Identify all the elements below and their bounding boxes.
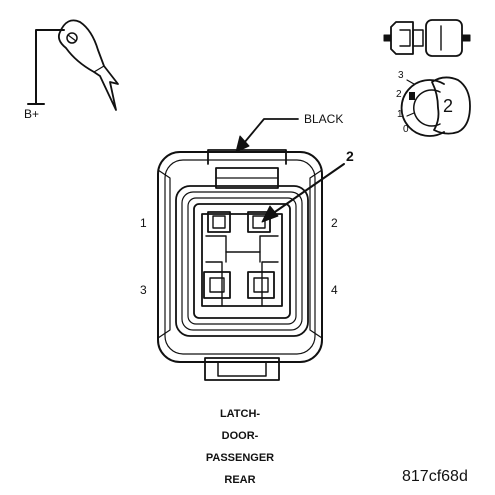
caption-line-3: PASSENGER	[205, 452, 275, 464]
pin-label-2: 2	[331, 216, 338, 230]
pin-label-3: 3	[140, 283, 147, 297]
key-selected-position: 2	[443, 96, 454, 116]
pin-cavity-4[interactable]	[247, 271, 275, 299]
key-position-3: 3	[398, 70, 404, 81]
key-position-1: 1	[397, 109, 403, 120]
terminal-connector-icon	[383, 19, 471, 57]
key-position-2: 2	[396, 89, 402, 100]
caption-line-1: LATCH-	[219, 408, 261, 420]
pin-cavity-3[interactable]	[203, 271, 231, 299]
caption-line-2: DOOR-	[221, 430, 259, 442]
pin-cavity-1[interactable]	[207, 211, 231, 233]
supply-label: B+	[24, 107, 40, 121]
pin-callout-label: 2	[346, 148, 354, 164]
connector-color-label: BLACK	[304, 112, 344, 126]
pin-cavity-2[interactable]	[247, 211, 271, 233]
color-callout-arrow	[235, 118, 299, 153]
test-probe-icon	[27, 19, 119, 111]
connector-body	[157, 149, 323, 381]
pin-label-1: 1	[140, 216, 147, 230]
document-id: 817cf68d	[402, 468, 468, 485]
pin-callout-arrow	[261, 163, 345, 223]
pin-label-4: 4	[331, 283, 338, 297]
ignition-key-icon	[400, 76, 471, 137]
caption-line-4: REAR	[224, 474, 256, 486]
key-position-0: 0	[403, 124, 409, 135]
